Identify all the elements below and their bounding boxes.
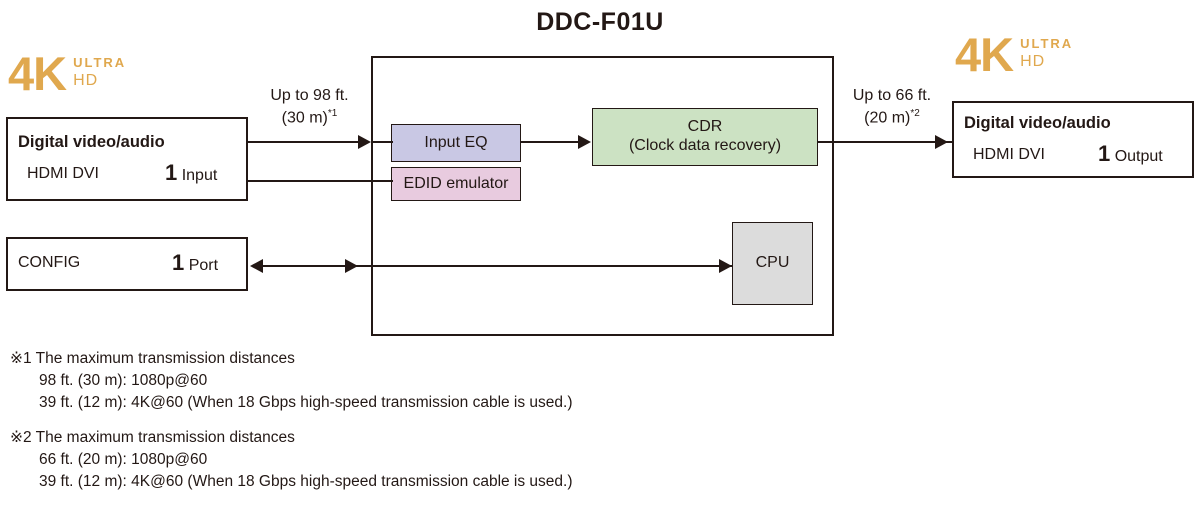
input-source-count: 1: [165, 160, 178, 185]
input-source-box: [6, 117, 248, 201]
logo-hd-text-right: HD: [1020, 52, 1046, 70]
arrowhead-to-cpu-icon: [719, 259, 732, 273]
footnote-1-marker: ※1: [10, 350, 32, 367]
logo-hd-text-left: HD: [73, 71, 99, 89]
cdr-label-line1: CDR: [687, 118, 723, 136]
footnote-2-line-2: 39 ft. (12 m): 4K@60 (When 18 Gbps high-…: [39, 473, 573, 490]
connector-input-to-edid: [248, 180, 393, 182]
input-distance-label: Up to 98 ft. (30 m)*1: [252, 86, 367, 129]
logo-ultra-text-left: ULTRA: [73, 55, 127, 70]
connector-cdr-to-output: [818, 141, 952, 143]
footnote-1-line-2: 39 ft. (12 m): 4K@60 (When 18 Gbps high-…: [39, 394, 573, 411]
input-eq-block: Input EQ: [391, 124, 521, 162]
footnote-1: ※1 The maximum transmission distances 98…: [10, 348, 573, 414]
config-count: 1: [172, 250, 185, 275]
cpu-block: CPU: [732, 222, 813, 305]
cdr-block: CDR (Clock data recovery): [592, 108, 818, 166]
input-distance-line1: Up to 98 ft.: [270, 87, 349, 104]
page-title: DDC-F01U: [536, 8, 664, 36]
config-label: CONFIG: [18, 254, 81, 271]
logo-4k-text-right: 4K: [955, 28, 1014, 81]
logo-4k-ultra-hd-left: 4K ULTRA HD: [8, 47, 126, 100]
output-sink-box: [952, 101, 1194, 178]
output-distance-line2-group: (20 m)*2: [836, 107, 948, 129]
input-eq-label: Input EQ: [424, 133, 488, 151]
logo-4k-ultra-hd-right: 4K ULTRA HD: [955, 28, 1073, 81]
edid-emulator-block: EDID emulator: [391, 167, 521, 201]
config-unit: Port: [188, 257, 219, 274]
cdr-label-line2: (Clock data recovery): [628, 137, 782, 154]
output-sink-count-group: 1 Output: [1098, 141, 1163, 167]
input-source-subtitle: HDMI DVI: [27, 165, 99, 182]
connector-eq-to-cdr: [521, 141, 581, 143]
logo-ultrahd-stack-right: ULTRA HD: [1020, 36, 1073, 71]
footnote-2-line-1: 66 ft. (20 m): 1080p@60: [39, 451, 208, 468]
input-distance-note-marker: *1: [327, 107, 338, 119]
connector-chassis-to-eq: [371, 141, 393, 143]
footnote-2-title: The maximum transmission distances: [35, 429, 295, 446]
footnote-1-head: ※1 The maximum transmission distances: [10, 348, 573, 370]
footnote-2-head: ※2 The maximum transmission distances: [10, 427, 573, 449]
input-distance-line2: (30 m): [281, 109, 328, 127]
output-sink-subtitle: HDMI DVI: [973, 146, 1045, 163]
config-box: [6, 237, 248, 291]
footnote-2: ※2 The maximum transmission distances 66…: [10, 427, 573, 493]
output-distance-label: Up to 66 ft. (20 m)*2: [836, 86, 948, 129]
footnotes: ※1 The maximum transmission distances 98…: [10, 348, 573, 506]
arrowhead-cdr-to-output-icon: [935, 135, 948, 149]
arrowhead-eq-to-cdr-icon: [578, 135, 591, 149]
edid-emulator-label: EDID emulator: [403, 174, 509, 192]
output-sink-title: Digital video/audio: [964, 114, 1111, 132]
config-count-group: 1 Port: [172, 250, 218, 276]
arrowhead-input-to-eq-icon: [358, 135, 371, 149]
input-source-count-group: 1 Input: [165, 160, 217, 186]
output-sink-unit: Output: [1114, 148, 1163, 165]
arrowhead-into-chassis-icon: [345, 259, 358, 273]
output-distance-line2: (20 m): [864, 109, 911, 127]
logo-ultra-text-right: ULTRA: [1020, 36, 1074, 51]
connector-input-to-eq: [248, 141, 364, 143]
input-distance-line2-group: (30 m)*1: [252, 107, 367, 129]
footnote-2-marker: ※2: [10, 429, 32, 446]
connector-config-to-cpu: [252, 265, 732, 267]
logo-ultrahd-stack-left: ULTRA HD: [73, 55, 126, 90]
arrowhead-to-config-icon: [250, 259, 263, 273]
logo-4k-text-left: 4K: [8, 47, 67, 100]
output-sink-count: 1: [1098, 141, 1111, 166]
footnote-1-title: The maximum transmission distances: [35, 350, 295, 367]
input-source-unit: Input: [181, 167, 218, 184]
footnote-1-line-1: 98 ft. (30 m): 1080p@60: [39, 372, 208, 389]
input-source-title: Digital video/audio: [18, 133, 165, 151]
cpu-label: CPU: [755, 254, 790, 272]
output-distance-line1: Up to 66 ft.: [852, 87, 932, 104]
output-distance-note-marker: *2: [910, 107, 920, 119]
